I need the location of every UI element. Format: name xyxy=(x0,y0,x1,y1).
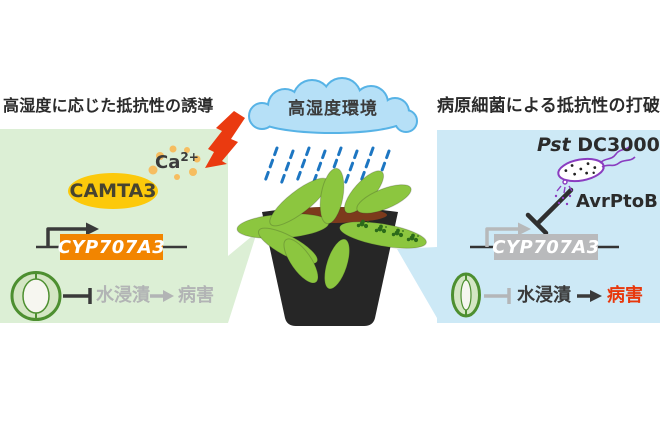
left-panel-title: 高湿度に応じた抵抗性の誘導 xyxy=(3,96,214,115)
cyp707a3-box-active: CYP707A3 xyxy=(58,234,165,260)
cloud-label: 高湿度環境 xyxy=(288,99,378,119)
left-panel-background xyxy=(0,129,257,323)
calcium-ion-dots xyxy=(148,145,201,180)
flagella xyxy=(599,144,636,168)
disease-specks xyxy=(356,219,419,243)
pathogen-species: Pst xyxy=(537,134,571,156)
arrow-water-disease-left xyxy=(150,290,174,302)
pathogen-label: Pst DC3000 xyxy=(537,134,660,157)
calcium-charge: 2+ xyxy=(180,150,199,164)
rosette-leaves xyxy=(236,167,427,290)
camta3-label: CAMTA3 xyxy=(69,180,157,202)
lightning-icon xyxy=(205,111,245,168)
cyp707a3-box-inactive: CYP707A3 xyxy=(492,234,599,260)
stoma-icon-right xyxy=(451,272,481,318)
promoter-arrow-inactive xyxy=(485,227,518,247)
camta3-oval xyxy=(68,173,158,209)
humidity-cloud-icon xyxy=(248,77,418,134)
effector-label: AvrPtoB xyxy=(576,191,658,212)
pathogen-strain: DC3000 xyxy=(577,134,660,156)
stoma-icon-left xyxy=(10,271,62,321)
inhibition-tbar-avrptob xyxy=(525,187,574,236)
plant-illustration xyxy=(236,167,427,326)
arrow-water-disease-right xyxy=(577,290,602,302)
inhibition-tbar-right xyxy=(484,288,511,304)
right-panel-title: 病原細菌による抵抗性の打破 xyxy=(437,96,660,116)
calcium-symbol: Ca xyxy=(155,152,181,173)
disease-label-left: 病害 xyxy=(178,285,214,306)
water-soaking-label-left: 水浸漬 xyxy=(96,285,150,306)
promoter-arrow-active xyxy=(46,227,86,247)
inhibition-tbar-left xyxy=(63,288,92,304)
secretion-spray xyxy=(554,179,573,206)
calcium-label: Ca2+ xyxy=(155,150,199,174)
bacterium-icon xyxy=(554,144,636,206)
disease-label-right: 病害 xyxy=(607,285,643,306)
water-soaking-label-right: 水浸漬 xyxy=(517,285,571,306)
